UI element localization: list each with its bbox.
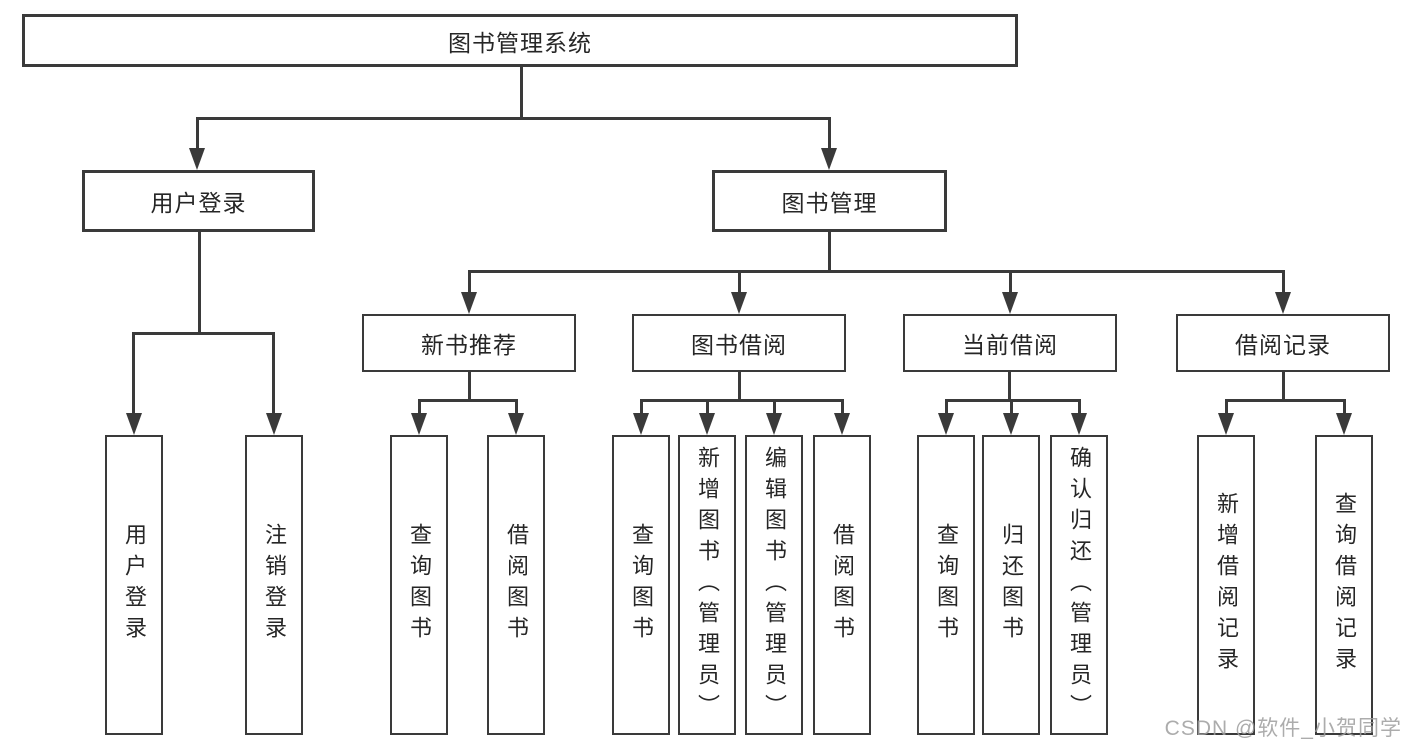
arrow-down bbox=[1218, 413, 1234, 435]
node-label: 查询借阅记录 bbox=[1332, 492, 1357, 678]
connector-line bbox=[640, 399, 643, 416]
node-label: 新书推荐 bbox=[421, 332, 517, 358]
arrow-down bbox=[766, 413, 782, 435]
node-query-books-borrow: 查询图书 bbox=[612, 435, 670, 735]
node-add-books-admin: 新增图书（管理员） bbox=[678, 435, 736, 735]
arrow-down bbox=[1336, 413, 1352, 435]
connector-line bbox=[1009, 270, 1012, 295]
connector-line bbox=[272, 332, 275, 415]
node-label: 图书借阅 bbox=[691, 332, 787, 358]
node-label: 查询图书 bbox=[934, 523, 959, 647]
arrow-down bbox=[1002, 292, 1018, 314]
arrow-down bbox=[461, 292, 477, 314]
node-label: 查询图书 bbox=[407, 523, 432, 647]
connector-line bbox=[1225, 399, 1345, 402]
node-user-login-branch: 用户登录 bbox=[82, 170, 315, 232]
connector-line bbox=[1008, 372, 1011, 402]
connector-line bbox=[132, 332, 275, 335]
node-label: 注销登录 bbox=[262, 523, 287, 647]
node-borrow-books-leaf: 借阅图书 bbox=[813, 435, 871, 735]
node-label: 确认归还（管理员） bbox=[1067, 445, 1092, 725]
node-borrow-records: 借阅记录 bbox=[1176, 314, 1390, 372]
connector-line bbox=[418, 399, 518, 402]
connector-line bbox=[1282, 270, 1285, 295]
arrow-down bbox=[699, 413, 715, 435]
connector-line bbox=[196, 117, 199, 151]
node-label: 借阅图书 bbox=[504, 523, 529, 647]
connector-line bbox=[1078, 399, 1081, 416]
connector-line bbox=[468, 270, 471, 295]
connector-line bbox=[198, 232, 201, 335]
node-label: 查询图书 bbox=[629, 523, 654, 647]
node-confirm-return-admin: 确认归还（管理员） bbox=[1050, 435, 1108, 735]
arrow-down bbox=[938, 413, 954, 435]
connector-line bbox=[945, 399, 948, 416]
node-query-books-current: 查询图书 bbox=[917, 435, 975, 735]
node-query-books-recommend: 查询图书 bbox=[390, 435, 448, 735]
node-query-borrow-record: 查询借阅记录 bbox=[1315, 435, 1373, 735]
connector-line bbox=[640, 399, 843, 402]
node-book-borrow: 图书借阅 bbox=[632, 314, 846, 372]
connector-line bbox=[945, 399, 1081, 402]
connector-line bbox=[841, 399, 844, 416]
arrow-down bbox=[411, 413, 427, 435]
arrow-down bbox=[266, 413, 282, 435]
connector-line bbox=[828, 117, 831, 151]
node-user-login-leaf: 用户登录 bbox=[105, 435, 163, 735]
arrow-down bbox=[126, 413, 142, 435]
node-label: 用户登录 bbox=[150, 190, 247, 216]
node-label: 用户登录 bbox=[122, 523, 147, 647]
node-return-books: 归还图书 bbox=[982, 435, 1040, 735]
connector-line bbox=[738, 270, 741, 295]
node-borrow-books-recommend: 借阅图书 bbox=[487, 435, 545, 735]
node-label: 图书管理系统 bbox=[448, 29, 592, 56]
node-label: 图书管理 bbox=[781, 190, 878, 216]
watermark: CSDN @软件_小贺同学 bbox=[1164, 717, 1402, 740]
connector-line bbox=[196, 117, 831, 120]
connector-line bbox=[468, 372, 471, 402]
connector-line bbox=[1282, 372, 1285, 402]
node-label: 新增图书（管理员） bbox=[695, 445, 720, 725]
connector-line bbox=[1010, 399, 1013, 416]
connector-line bbox=[738, 372, 741, 402]
arrow-down bbox=[821, 148, 837, 170]
arrow-down bbox=[1003, 413, 1019, 435]
connector-line bbox=[706, 399, 709, 416]
arrow-down bbox=[633, 413, 649, 435]
node-label: 新增借阅记录 bbox=[1214, 492, 1239, 678]
connector-line bbox=[828, 232, 831, 273]
node-label: 编辑图书（管理员） bbox=[762, 445, 787, 725]
node-book-management: 图书管理 bbox=[712, 170, 947, 232]
arrow-down bbox=[731, 292, 747, 314]
arrow-down bbox=[1071, 413, 1087, 435]
arrow-down bbox=[508, 413, 524, 435]
connector-line bbox=[418, 399, 421, 416]
arrow-down bbox=[1275, 292, 1291, 314]
node-current-borrow: 当前借阅 bbox=[903, 314, 1117, 372]
node-add-borrow-record: 新增借阅记录 bbox=[1197, 435, 1255, 735]
connector-line bbox=[1343, 399, 1346, 416]
connector-line bbox=[520, 67, 523, 119]
connector-line bbox=[773, 399, 776, 416]
node-label: 当前借阅 bbox=[962, 332, 1058, 358]
node-logout: 注销登录 bbox=[245, 435, 303, 735]
node-label: 借阅图书 bbox=[830, 523, 855, 647]
connector-line bbox=[1225, 399, 1228, 416]
node-edit-books-admin: 编辑图书（管理员） bbox=[745, 435, 803, 735]
connector-line bbox=[132, 332, 135, 415]
node-new-book-recommend: 新书推荐 bbox=[362, 314, 576, 372]
connector-line bbox=[515, 399, 518, 416]
connector-line bbox=[468, 270, 1284, 273]
node-label: 借阅记录 bbox=[1235, 332, 1331, 358]
node-label: 归还图书 bbox=[999, 523, 1024, 647]
node-library-system: 图书管理系统 bbox=[22, 14, 1018, 67]
arrow-down bbox=[834, 413, 850, 435]
arrow-down bbox=[189, 148, 205, 170]
